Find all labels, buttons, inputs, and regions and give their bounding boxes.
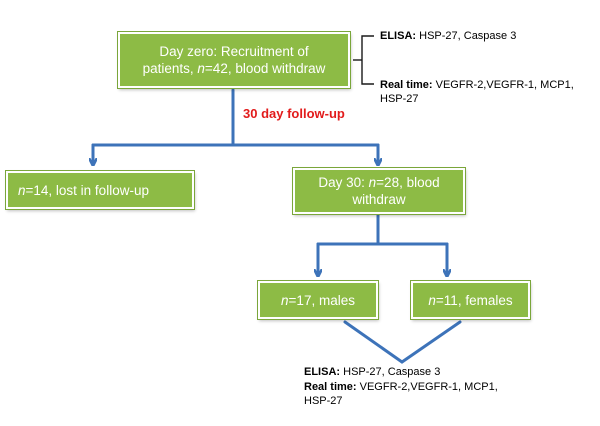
males-rest: =17, males (288, 292, 355, 308)
bottom-realtime-text: Real time: VEGFR-2,VEGFR-1, MCP1, HSP-27 (304, 380, 498, 408)
bottom-elisa-value: HSP-27, Caspase 3 (340, 366, 441, 378)
top-elisa-text: ELISA: HSP-27, Caspase 3 (380, 29, 516, 43)
box-lost: n=14, lost in follow-up (6, 171, 194, 209)
day-zero-n: n (197, 61, 205, 76)
day-zero-line1: Day zero: Recruitment of (159, 44, 309, 59)
converge-left-line (343, 320, 404, 364)
day30-line2: withdraw (352, 192, 406, 207)
males-n: n (281, 292, 289, 308)
box-males: n=17, males (258, 281, 378, 319)
box-day-zero: Day zero: Recruitment of patients, n=42,… (118, 32, 350, 88)
day30-line1-pre: Day 30: (318, 175, 369, 190)
top-realtime-value: VEGFR-2,VEGFR-1, MCP1, (432, 79, 574, 91)
follow-up-label: 30 day follow-up (243, 106, 345, 121)
bottom-realtime-label: Real time: (304, 381, 357, 393)
top-bracket (361, 35, 374, 85)
top-elisa-value: HSP-27, Caspase 3 (416, 30, 517, 42)
top-elisa-label: ELISA: (380, 30, 417, 42)
lost-rest: =14, lost in follow-up (25, 182, 149, 198)
box-day30: Day 30: n=28, blood withdraw (293, 168, 465, 214)
day-zero-line2-pre: patients, (142, 61, 198, 76)
bottom-elisa-label: ELISA: (304, 366, 341, 378)
box-females: n=11, females (411, 281, 530, 319)
females-n: n (428, 292, 436, 308)
females-rest: =11, females (435, 292, 513, 308)
lost-n: n (18, 182, 26, 198)
day-zero-line2-post: =42, blood withdraw (204, 61, 326, 76)
top-realtime-text: Real time: VEGFR-2,VEGFR-1, MCP1, HSP-27 (380, 78, 574, 106)
top-realtime-label: Real time: (380, 79, 433, 91)
bottom-elisa-text: ELISA: HSP-27, Caspase 3 (304, 365, 440, 379)
converge-right-line (400, 320, 462, 364)
day30-line1-post: =28, blood (376, 175, 440, 190)
top-realtime-value2: HSP-27 (380, 93, 419, 105)
bottom-realtime-value: VEGFR-2,VEGFR-1, MCP1, (356, 381, 498, 393)
bottom-realtime-value2: HSP-27 (304, 395, 343, 407)
day30-n: n (368, 175, 377, 190)
